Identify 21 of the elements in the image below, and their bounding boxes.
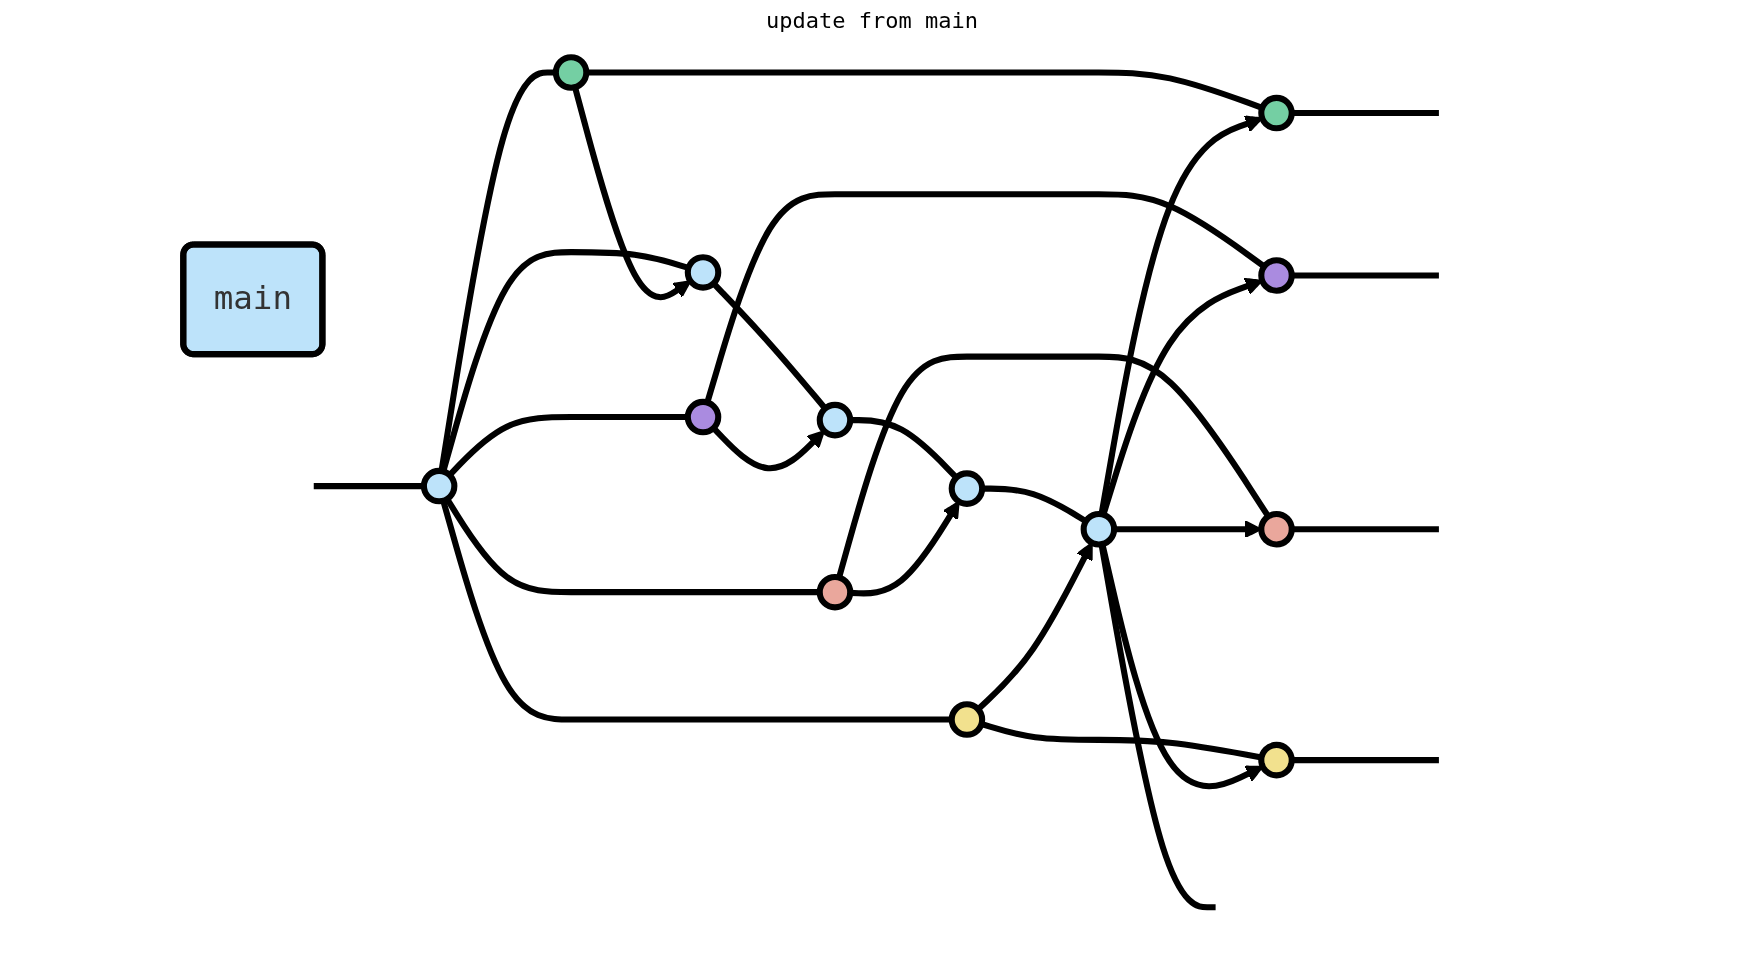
- node-circle: [684, 254, 722, 291]
- node-circle: [1258, 94, 1295, 132]
- node-circle: [816, 401, 854, 439]
- node-circle: [816, 573, 854, 611]
- node-circle: [420, 467, 458, 505]
- arrow: [1099, 543, 1264, 790]
- note-text: update from main: [766, 8, 978, 33]
- node-circle: [1258, 510, 1295, 548]
- connector: [1291, 272, 1439, 279]
- node-circle: [948, 701, 986, 738]
- connector: [440, 499, 952, 723]
- node-circle: [684, 398, 722, 436]
- arrow: [850, 500, 960, 597]
- connector: [313, 483, 424, 490]
- arrow: [1100, 277, 1263, 516]
- node-circle: [948, 470, 986, 507]
- node-circle: [1080, 510, 1118, 548]
- node-circle: [1258, 257, 1295, 294]
- arrow: [1098, 115, 1263, 515]
- node-circle: [552, 54, 590, 91]
- node-circle: [1258, 741, 1295, 779]
